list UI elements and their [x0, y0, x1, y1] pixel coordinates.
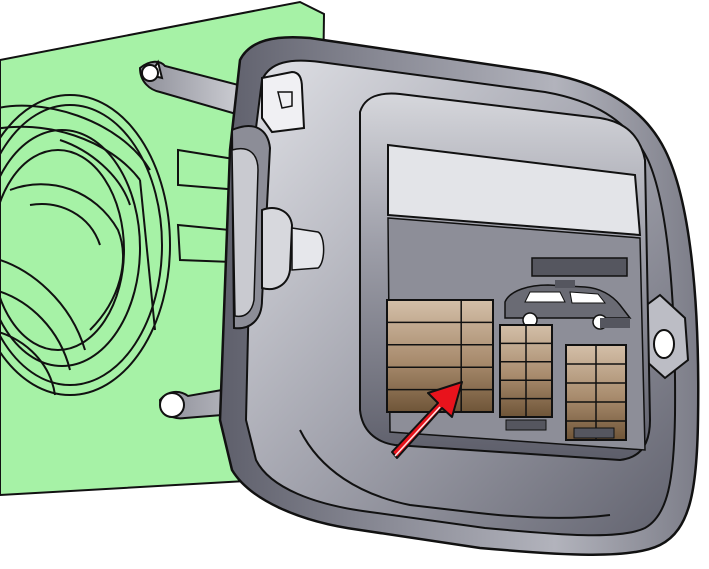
label-block-right — [565, 344, 627, 441]
car-silhouette-icon — [504, 257, 632, 330]
label-block-middle — [499, 324, 553, 418]
tire-pressure-label-icon — [386, 257, 632, 441]
red-arrow-icon — [391, 381, 463, 459]
filler-neck — [0, 94, 171, 396]
